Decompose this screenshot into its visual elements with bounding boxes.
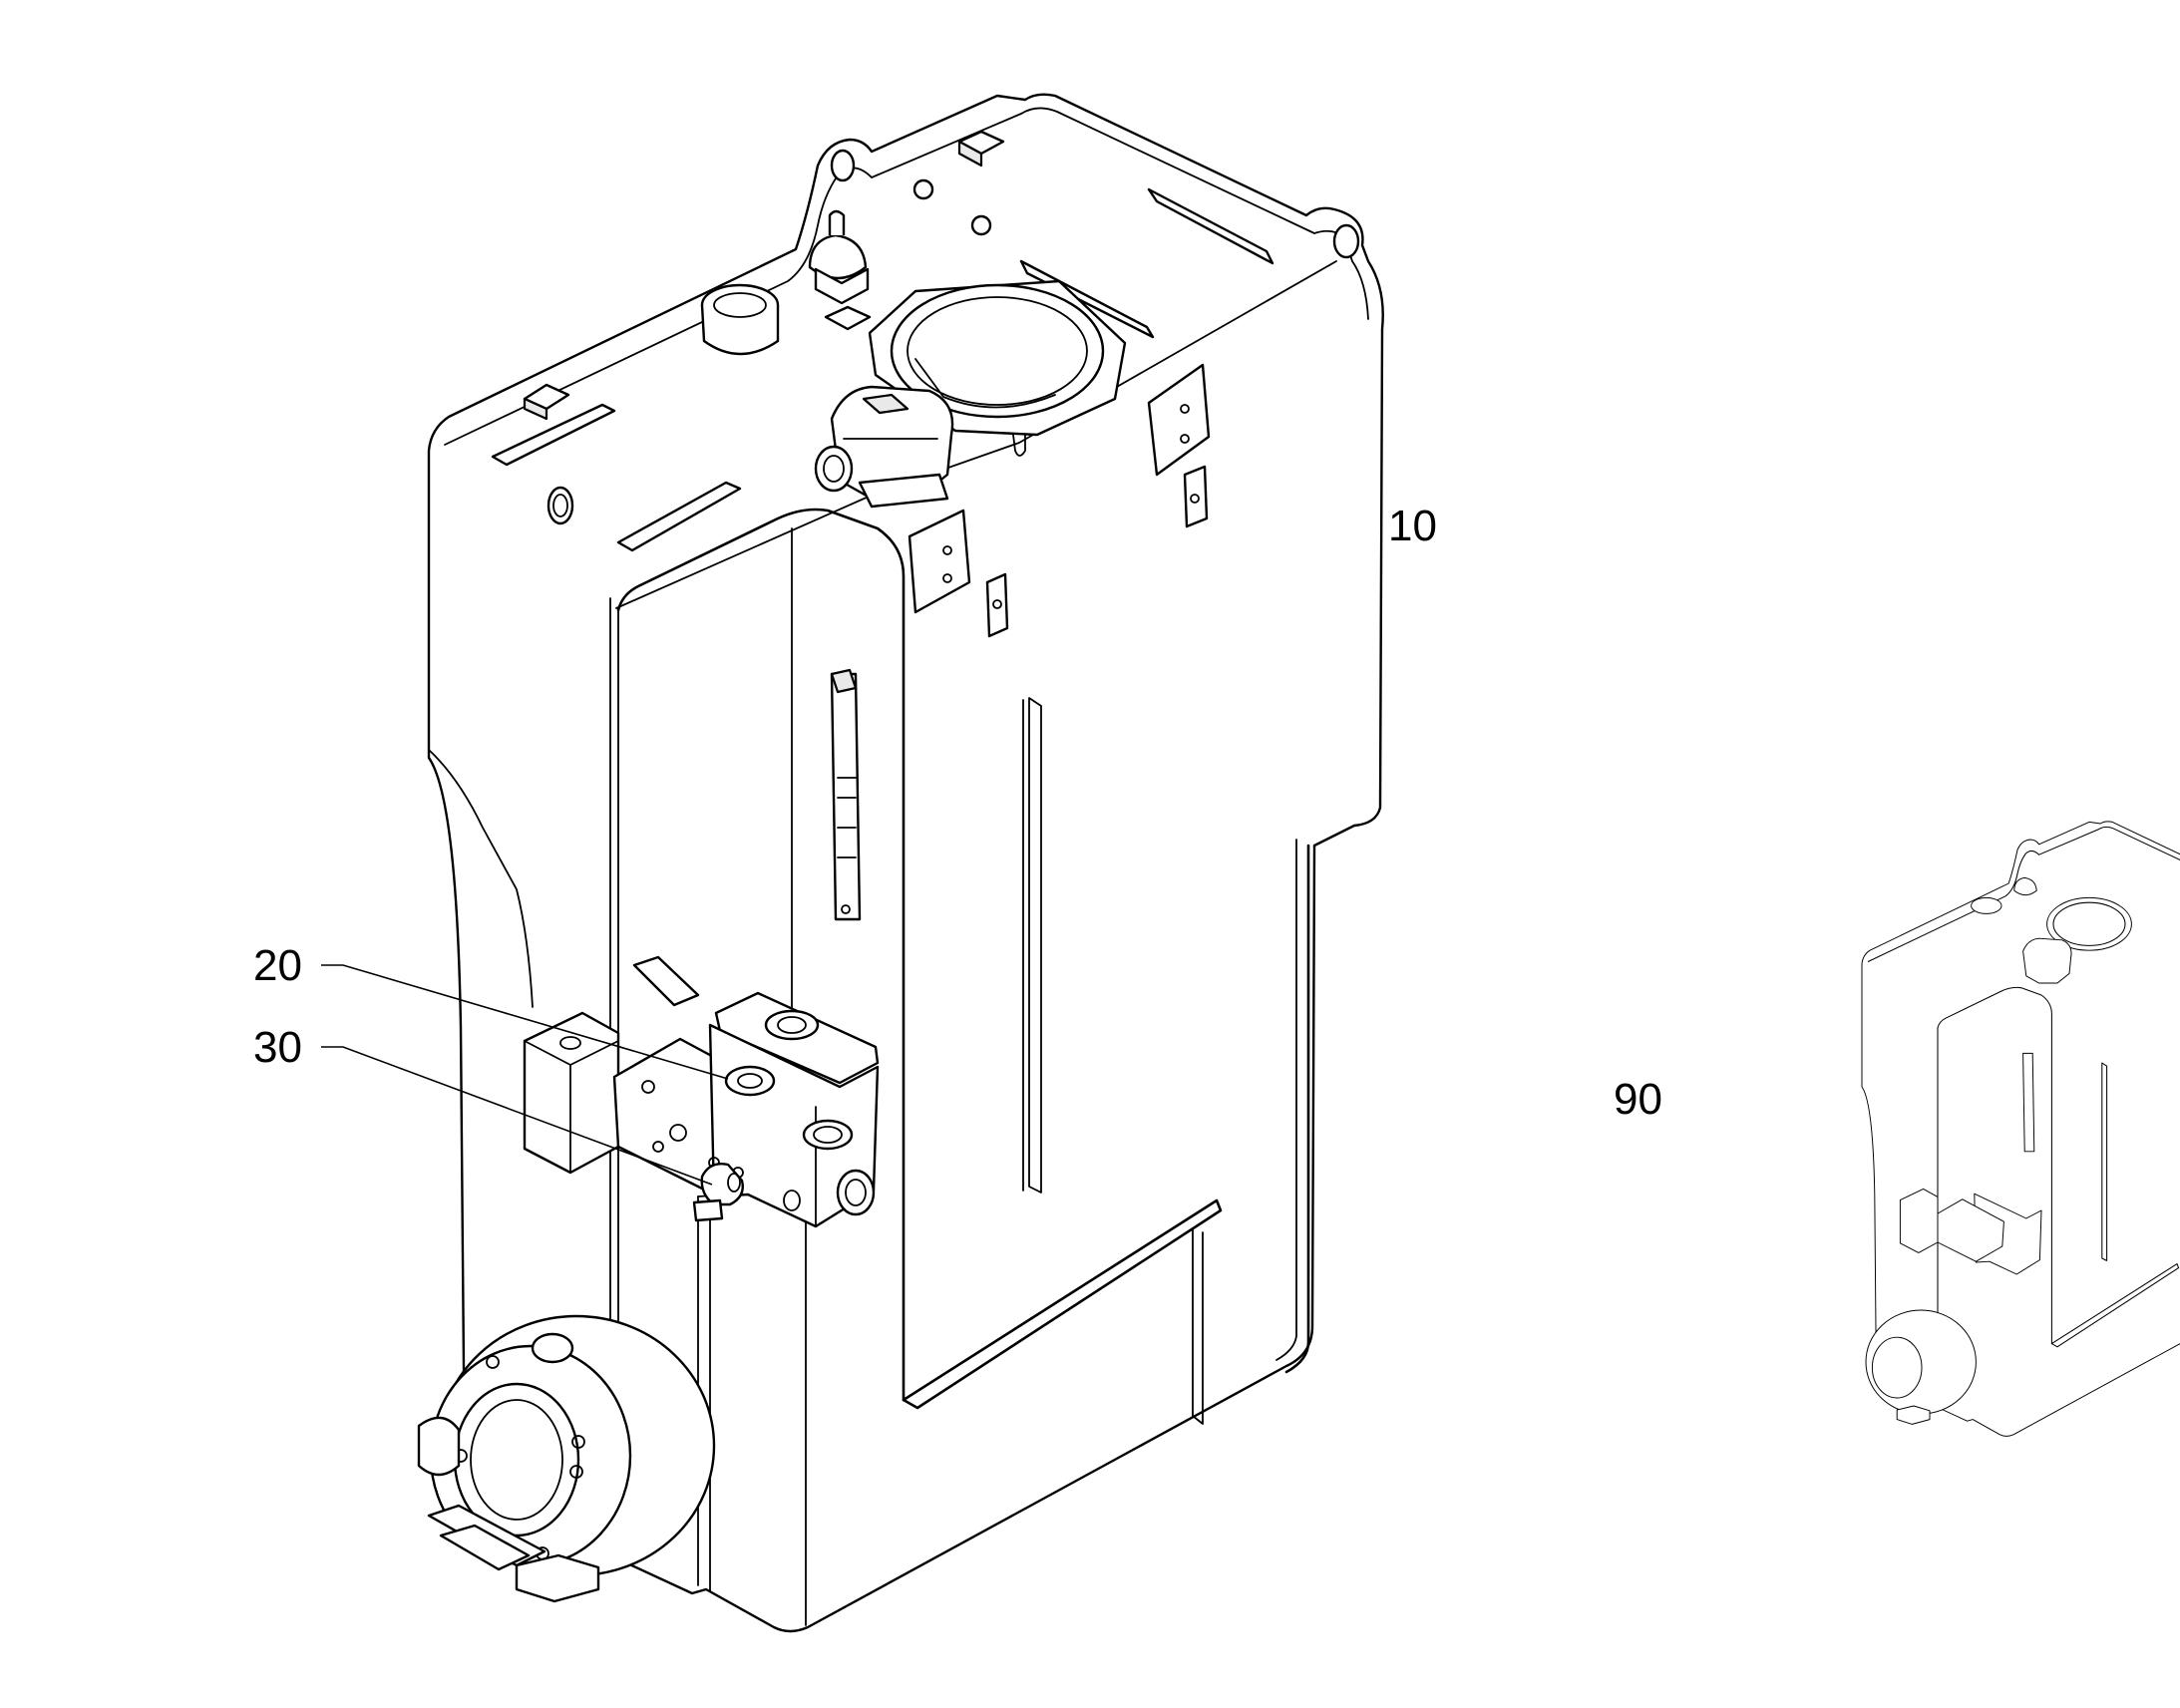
callout-20: 20 — [253, 941, 302, 990]
leader-20 — [321, 964, 729, 1080]
valve-block — [523, 991, 880, 1228]
elbow-fitting — [692, 1163, 744, 1222]
hydraulic-tank — [417, 93, 1384, 1633]
leader-30 — [321, 1046, 713, 1186]
callout-10: 10 — [1388, 502, 1437, 550]
assembly-thumbnail — [1861, 821, 2180, 1437]
callout-90: 90 — [1614, 1075, 1662, 1124]
callout-30: 30 — [253, 1023, 302, 1072]
